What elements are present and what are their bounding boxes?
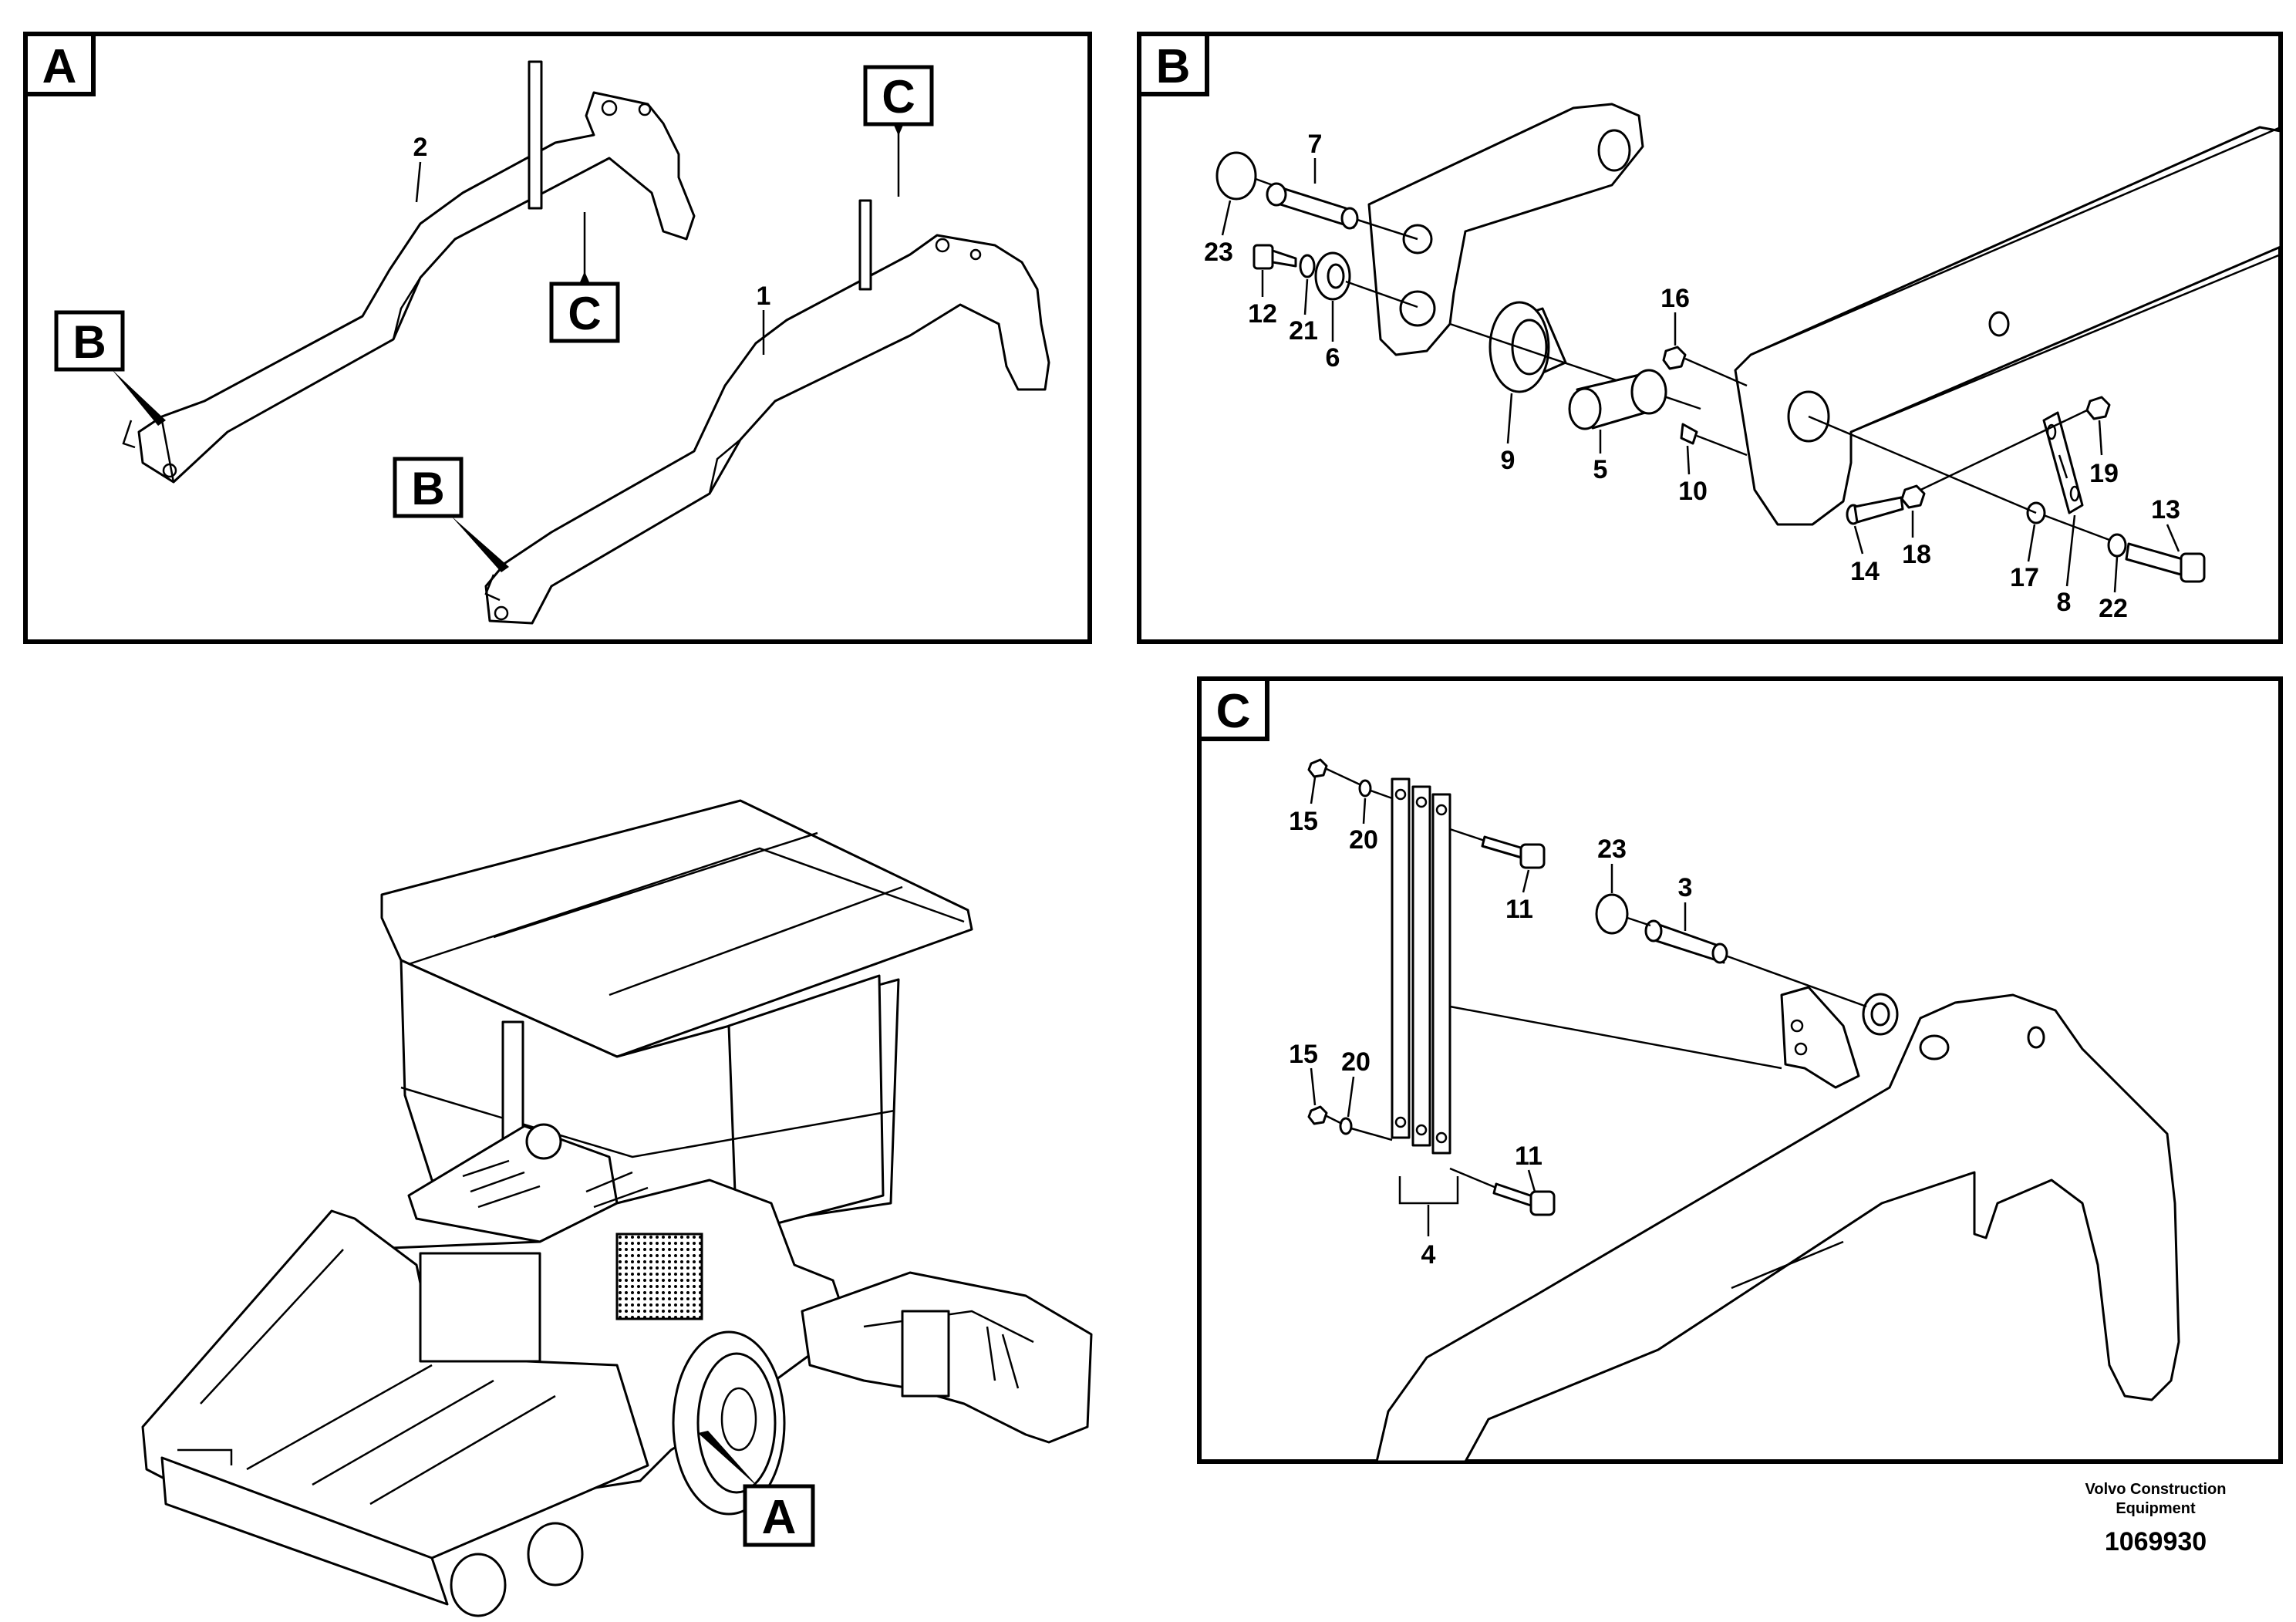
canopy-roof — [380, 799, 973, 1058]
label-c-4: 4 — [1421, 1240, 1436, 1270]
nut-18 — [1900, 484, 1926, 509]
label-b-12: 12 — [1248, 299, 1277, 329]
circlip-23-c — [1595, 893, 1629, 935]
label-b-23: 23 — [1204, 238, 1233, 267]
callout-b-left-letter: B — [72, 316, 106, 368]
pin-7 — [1266, 182, 1418, 241]
straps-4 — [1391, 777, 1451, 1155]
label-b-17: 17 — [2010, 563, 2039, 592]
label-b-8: 8 — [2057, 588, 2072, 617]
circlip-23 — [1215, 151, 1257, 201]
label-b-16: 16 — [1660, 284, 1690, 313]
small-bracket — [1780, 986, 1860, 1089]
label-b-7: 7 — [1308, 130, 1323, 159]
panel-b: B — [1137, 32, 2283, 644]
label-b-14: 14 — [1850, 557, 1880, 586]
washer-22 — [2107, 533, 2127, 558]
nut-15-upper — [1307, 758, 1328, 778]
panel-b-frame — [1137, 32, 2283, 644]
arm-detail — [1375, 993, 2180, 1463]
callout-b-lower-box — [393, 457, 464, 518]
bolt-12 — [1253, 244, 1297, 270]
label-b-13: 13 — [2151, 495, 2180, 524]
cab-window — [727, 974, 885, 1236]
footer-company-line2: Equipment — [2116, 1500, 2196, 1517]
label-b-19: 19 — [2089, 459, 2119, 488]
panel-a: A 2 1 C — [23, 32, 1092, 644]
label-arm-2: 2 — [413, 133, 428, 162]
callout-c-upper-letter: C — [882, 71, 915, 123]
bushing-5 — [1568, 369, 1667, 430]
panel-b-letter-box — [1137, 32, 1209, 96]
pin-3 — [1644, 919, 1728, 964]
callout-b-left-box — [54, 310, 125, 372]
label-b-5: 5 — [1593, 455, 1608, 484]
rear-wheel-1 — [450, 1553, 507, 1617]
footer-company-line1: Volvo Construction — [2085, 1481, 2227, 1498]
machine-callout-a-letter: A — [762, 1491, 797, 1544]
label-b-9: 9 — [1501, 446, 1515, 475]
nut-19 — [2085, 396, 2111, 420]
footer-drawing-number: 1069930 — [2105, 1527, 2207, 1556]
bolt-11-lower — [1492, 1182, 1556, 1216]
label-c-20-lower: 20 — [1341, 1047, 1371, 1077]
panel-c-frame — [1197, 676, 2283, 1464]
flange-6 — [1314, 251, 1351, 301]
label-b-18: 18 — [1902, 540, 1931, 569]
nut-16 — [1662, 346, 1687, 370]
callout-c-lower-letter: C — [568, 288, 601, 339]
label-c-15-upper: 15 — [1289, 807, 1318, 836]
panel-b-letter: B — [1156, 40, 1191, 93]
machine-callout-a-box — [743, 1484, 815, 1547]
label-c-23: 23 — [1597, 835, 1627, 864]
panel-a-frame — [23, 32, 1092, 644]
washer-21 — [1299, 254, 1316, 278]
bolt-13 — [2125, 542, 2206, 583]
bracket-plate — [1367, 103, 1644, 356]
callout-c-upper-box — [863, 65, 934, 126]
rear-wheel-2 — [527, 1522, 584, 1587]
washer-20-lower — [1339, 1117, 1353, 1135]
callout-b-lower-letter: B — [411, 463, 444, 514]
washer-20-upper — [1358, 779, 1372, 798]
bolt-11-upper — [1481, 835, 1546, 869]
label-b-21: 21 — [1289, 316, 1318, 346]
lower-arm-1 — [484, 199, 1050, 625]
paver-machine — [141, 799, 1093, 1617]
nipple-10 — [1680, 423, 1698, 445]
upper-arm-bracket — [528, 60, 543, 210]
label-c-3: 3 — [1678, 873, 1693, 902]
nut-15-lower — [1307, 1105, 1328, 1125]
label-c-11-upper: 11 — [1505, 895, 1533, 924]
label-c-11-lower: 11 — [1515, 1141, 1542, 1171]
label-b-10: 10 — [1678, 477, 1708, 506]
panel-c: C — [1197, 676, 2283, 1464]
label-c-15-lower: 15 — [1289, 1040, 1318, 1069]
panel-a-letter: A — [42, 40, 77, 93]
upper-arm-2 — [122, 60, 696, 484]
panel-a-letter-box — [23, 32, 96, 96]
label-c-20-upper: 20 — [1349, 825, 1378, 855]
panel-c-letter: C — [1216, 685, 1251, 738]
label-b-6: 6 — [1326, 343, 1340, 373]
roller-9 — [1489, 301, 1567, 393]
panel-c-letter-box — [1197, 676, 1269, 741]
auger — [160, 1456, 449, 1606]
label-b-22: 22 — [2099, 594, 2128, 623]
label-arm-1: 1 — [757, 282, 771, 311]
bolt-14 — [1846, 496, 1904, 525]
hopper-panel — [419, 1252, 541, 1363]
lower-arm-bracket — [858, 199, 872, 291]
